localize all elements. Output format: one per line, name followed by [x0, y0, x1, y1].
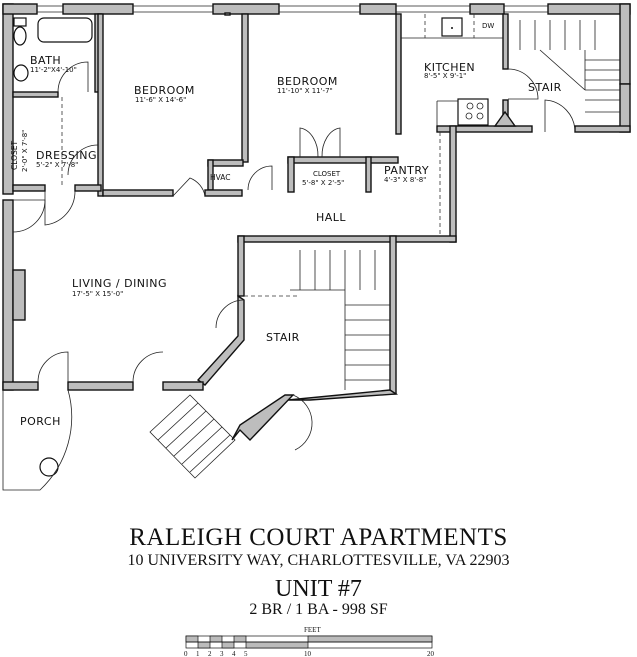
scale-unit-label: FEET — [304, 626, 321, 634]
fixtures — [13, 14, 503, 477]
stairs — [149, 20, 620, 479]
stair-main-label: STAIR — [266, 331, 300, 344]
unit-number: UNIT #7 — [275, 576, 362, 602]
kitchen-dims: 8'-5" X 9'-1" — [424, 72, 466, 80]
dishwasher-label: DW — [482, 22, 494, 30]
unit-summary: 2 BR / 1 BA - 998 SF — [249, 601, 388, 618]
room-labels: BATH 11'-2"X4'-10" CLOSET 2'-0" X 7'-8" … — [10, 22, 562, 428]
pantry-dims: 4'-3" X 8'-8" — [384, 176, 426, 184]
bedroom1-dims: 11'-6" X 14'-6" — [135, 96, 186, 104]
living-dims: 17'-5" X 15'-0" — [72, 290, 123, 298]
closet-left-dims: 2'-0" X 7'-8" — [21, 130, 29, 172]
scale-tick: 0 — [184, 650, 188, 657]
living-label: LIVING / DINING — [72, 277, 167, 290]
closet-left-label: CLOSET — [10, 140, 19, 170]
stair-upper-label: STAIR — [528, 81, 562, 94]
bedroom2-dims: 11'-10" X 11'-7" — [277, 87, 333, 95]
bedroom1-label: BEDROOM — [134, 84, 195, 97]
building-name: RALEIGH COURT APARTMENTS — [129, 524, 508, 551]
hall-label: HALL — [316, 211, 346, 224]
closet-bed2-dims: 5'-8" X 2'-5" — [302, 179, 344, 187]
bedroom2-label: BEDROOM — [277, 75, 338, 88]
kitchen-label: KITCHEN — [424, 61, 475, 74]
scale-tick: 5 — [244, 650, 248, 657]
doors — [2, 61, 576, 491]
scale-tick: 3 — [220, 650, 224, 657]
walls — [2, 3, 631, 442]
pantry-label: PANTRY — [384, 164, 429, 177]
porch-label: PORCH — [20, 415, 61, 428]
address: 10 UNIVERSITY WAY, CHARLOTTESVILLE, VA 2… — [127, 552, 510, 569]
hvac-label: HVAC — [210, 173, 231, 182]
closet-bed2-label: CLOSET — [313, 170, 341, 178]
scale-tick: 4 — [232, 650, 236, 657]
scale-tick: 2 — [208, 650, 212, 657]
dressing-label: DRESSING — [36, 149, 97, 162]
scale-bar: FEET 0 1 2 3 4 5 10 20 — [184, 626, 435, 657]
dressing-dims: 5'-2" X 7'-8" — [36, 161, 78, 169]
floor-plan: BATH 11'-2"X4'-10" CLOSET 2'-0" X 7'-8" … — [2, 3, 631, 491]
scale-tick: 20 — [427, 650, 435, 657]
bath-label: BATH — [30, 54, 61, 67]
scale-tick: 10 — [304, 650, 312, 657]
scale-tick: 1 — [196, 650, 200, 657]
bath-dims: 11'-2"X4'-10" — [30, 66, 77, 74]
